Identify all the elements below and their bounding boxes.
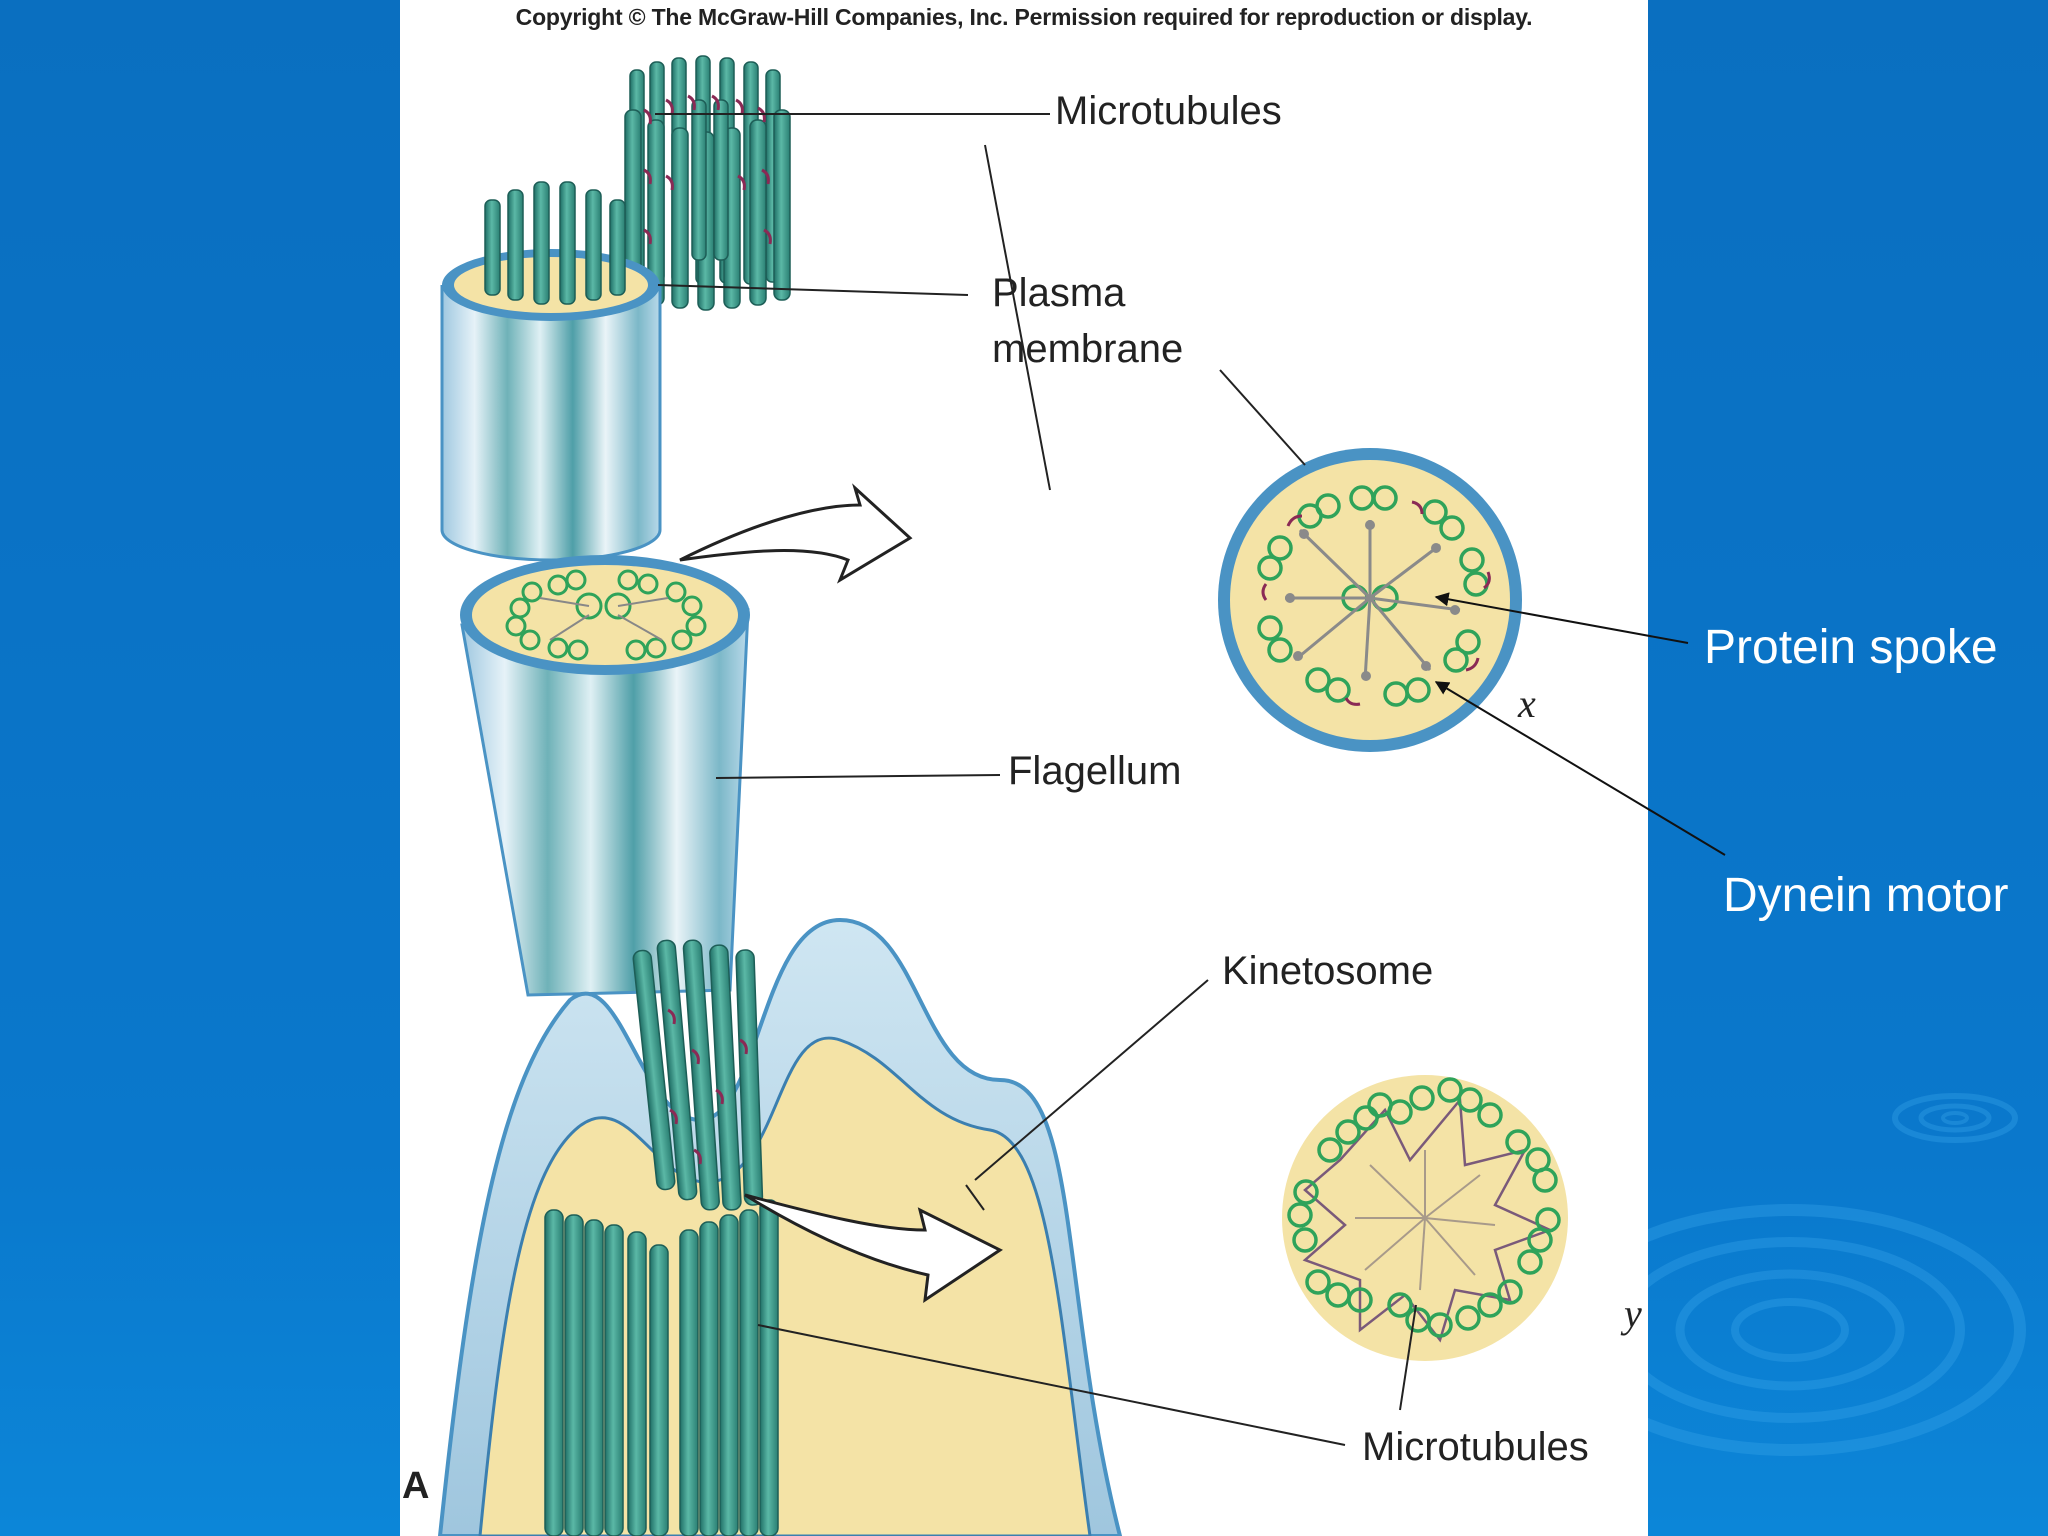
flagellum-illustration	[437, 55, 1568, 1536]
leader-lines	[655, 113, 1417, 1446]
dynein-motor-pointer	[1434, 681, 1726, 856]
diagram-panel: Copyright © The McGraw-Hill Companies, I…	[400, 0, 1648, 1536]
cross-section-y	[1282, 1075, 1568, 1361]
arrow-to-section-x	[679, 483, 913, 584]
arrow-to-section-y	[744, 1193, 1003, 1304]
label-section-y: y	[1624, 1291, 1642, 1336]
annotation-protein-spoke: Protein spoke	[1704, 621, 1998, 674]
microtubules-in-membrane	[484, 181, 626, 305]
cross-section-x	[1218, 448, 1522, 752]
annotation-dynein-motor: Dynein motor	[1723, 869, 2009, 922]
label-section-x: x	[1518, 681, 1536, 726]
label-flagellum: Flagellum	[1008, 749, 1182, 793]
label-plasma-line1: Plasma	[992, 271, 1126, 315]
protein-spoke-pointer	[1434, 592, 1689, 644]
label-microtubules-top: Microtubules	[1055, 89, 1282, 133]
copyright-notice: Copyright © The McGraw-Hill Companies, I…	[515, 4, 1533, 30]
label-plasma-line2: membrane	[992, 327, 1184, 371]
flagellum-shaft	[460, 555, 750, 997]
kinetosome-tubules	[544, 939, 779, 1536]
label-microtubules-bottom: Microtubules	[1362, 1425, 1589, 1469]
microtubule-bundle-top	[624, 55, 791, 311]
panel-letter: A	[402, 1465, 430, 1507]
label-kinetosome: Kinetosome	[1222, 949, 1434, 993]
plasma-membrane-cylinder	[440, 249, 662, 562]
